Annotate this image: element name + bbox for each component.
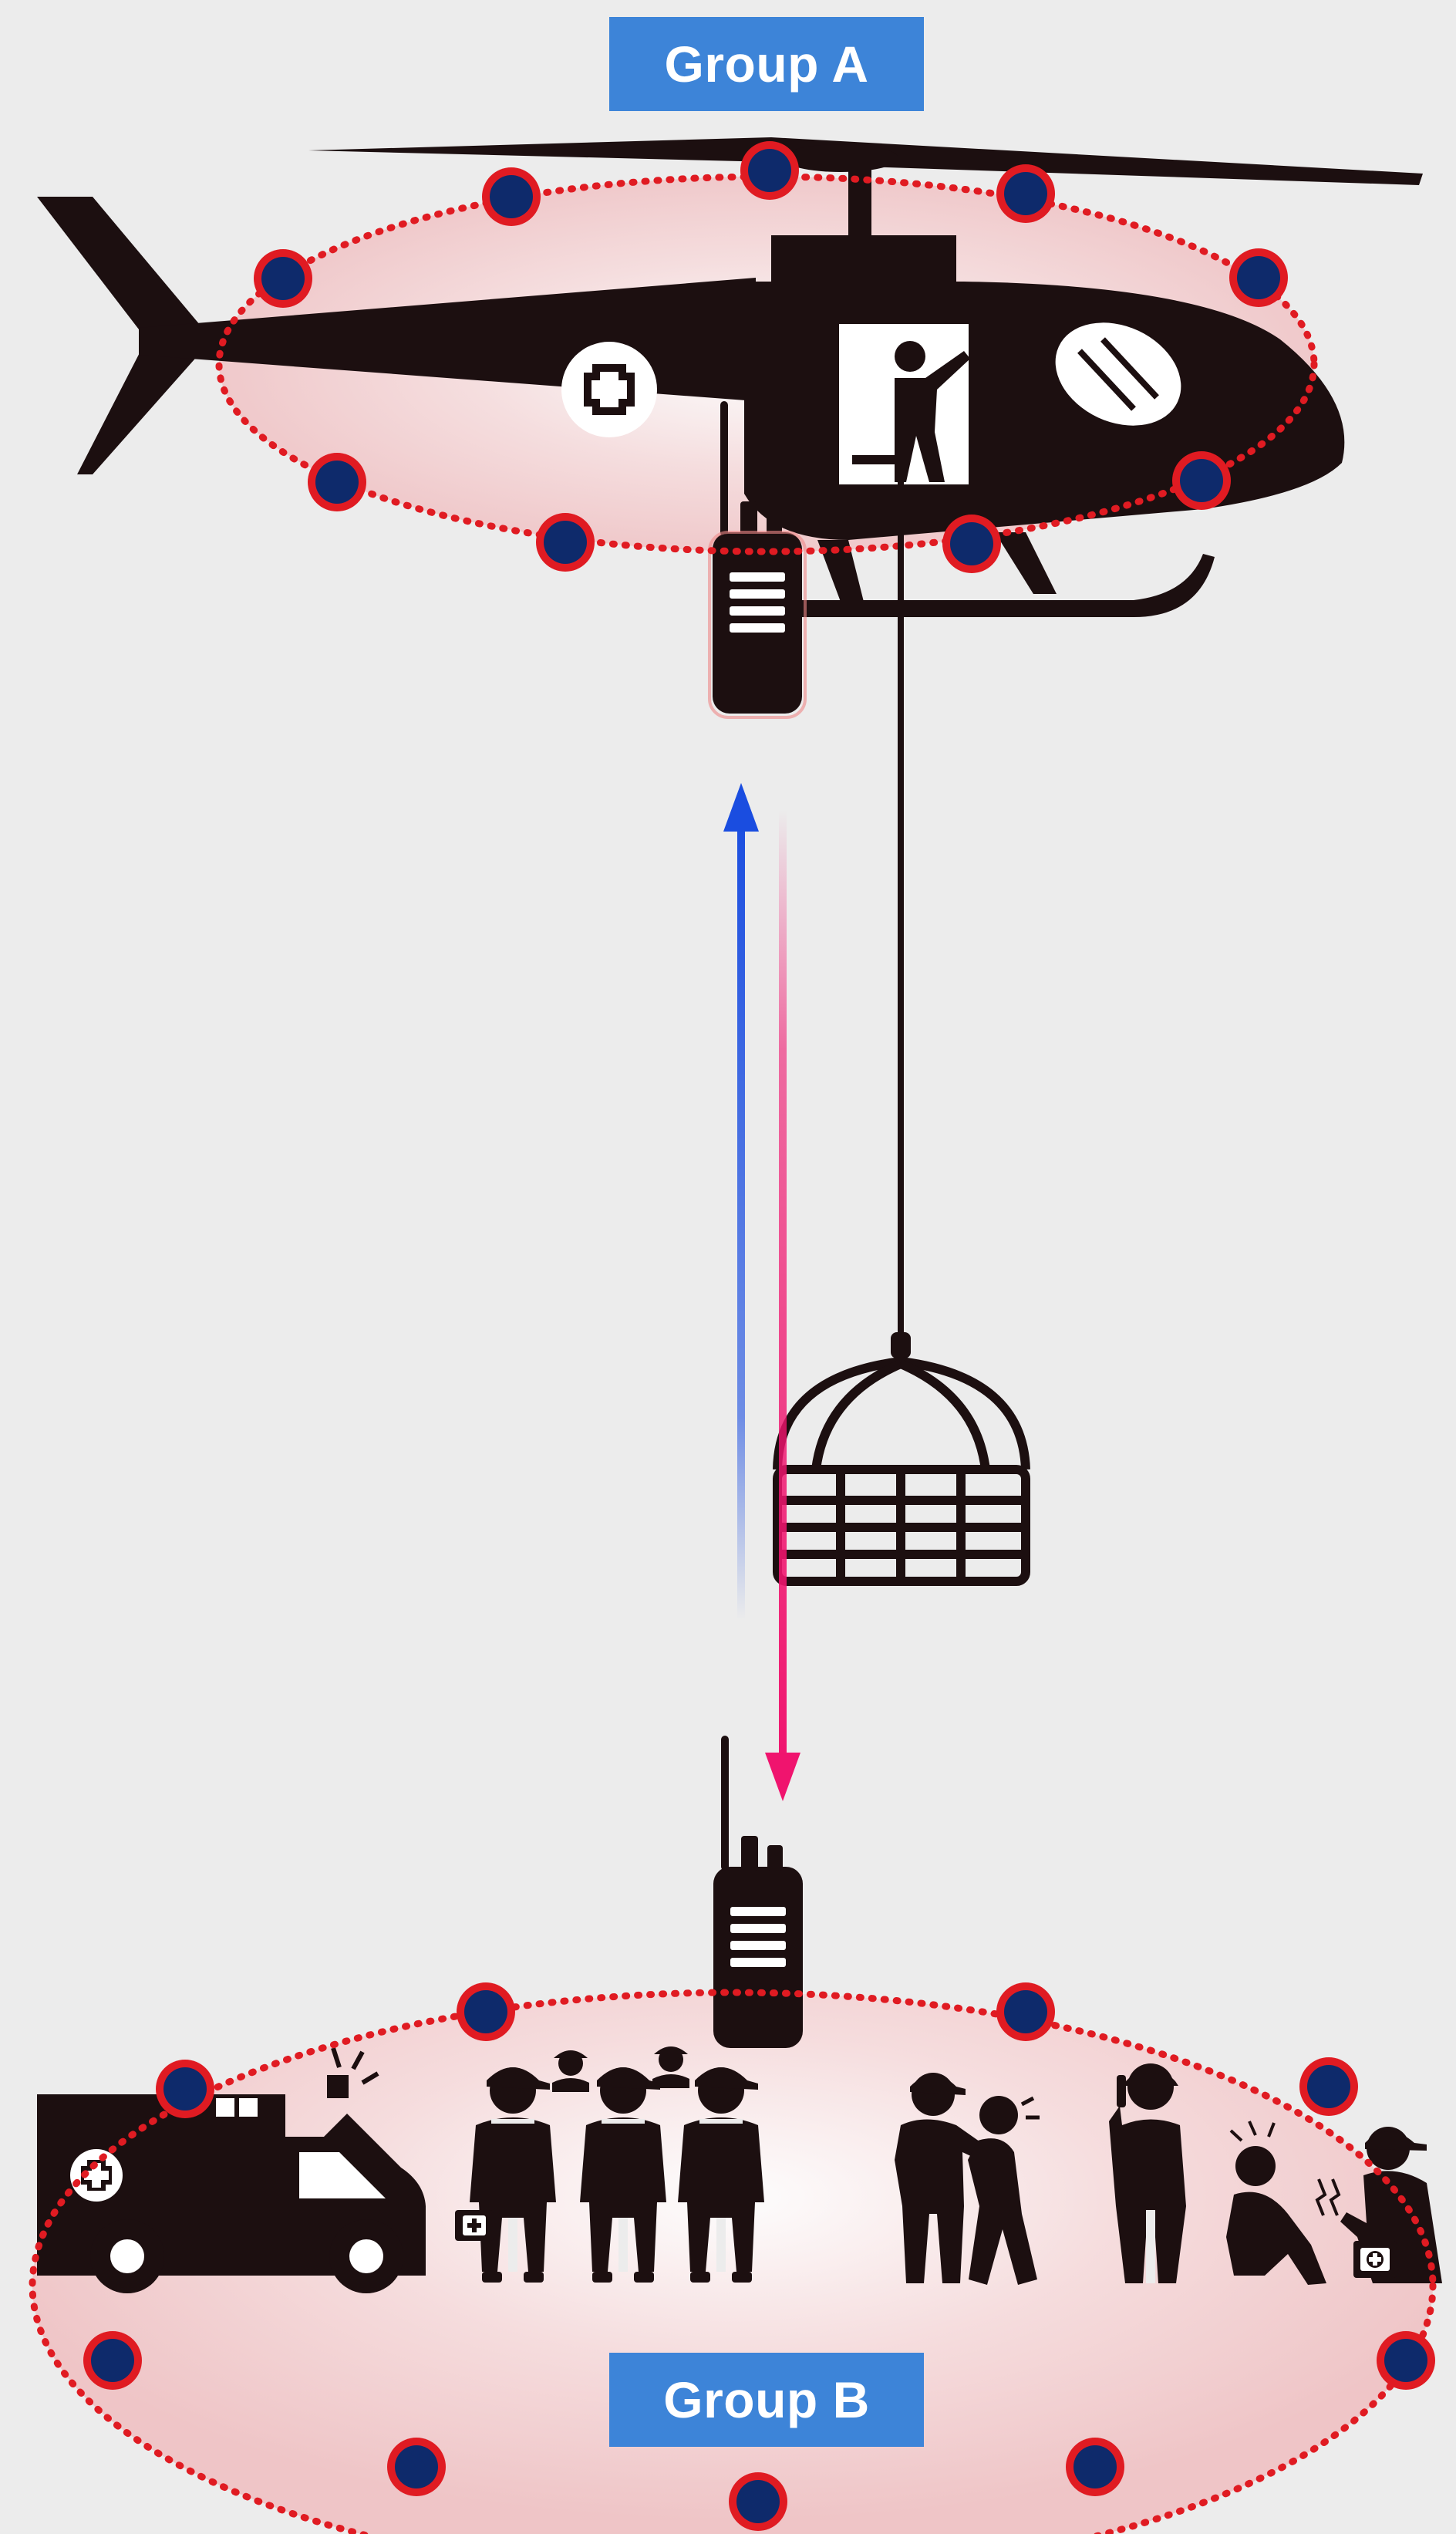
downlink-arrow bbox=[765, 810, 800, 1801]
network-node-icon bbox=[1299, 2057, 1358, 2116]
network-node-icon bbox=[740, 141, 799, 200]
first-aid-kit-icon bbox=[1353, 2241, 1397, 2278]
network-node-icon bbox=[996, 164, 1055, 223]
network-node-icon bbox=[156, 2060, 214, 2118]
network-node-icon bbox=[254, 249, 312, 308]
network-node-icon bbox=[482, 167, 541, 226]
group-b-label: Group B bbox=[609, 2353, 924, 2447]
network-node-icon bbox=[996, 1982, 1055, 2041]
first-aid-kit-icon bbox=[455, 2210, 494, 2241]
network-node-icon bbox=[83, 2331, 142, 2390]
rescue-basket-icon bbox=[777, 1332, 1026, 1581]
network-node-icon bbox=[729, 2472, 787, 2531]
network-node-icon bbox=[536, 513, 595, 572]
network-node-icon bbox=[1066, 2438, 1124, 2496]
network-node-icon bbox=[942, 515, 1001, 573]
network-node-icon bbox=[308, 453, 366, 511]
network-node-icon bbox=[457, 1982, 515, 2041]
network-node-icon bbox=[1172, 451, 1231, 510]
uplink-arrow bbox=[723, 783, 759, 1620]
network-node-icon bbox=[1229, 248, 1288, 307]
network-node-icon bbox=[1377, 2331, 1435, 2390]
group-a-label: Group A bbox=[609, 17, 924, 111]
network-node-icon bbox=[387, 2438, 446, 2496]
